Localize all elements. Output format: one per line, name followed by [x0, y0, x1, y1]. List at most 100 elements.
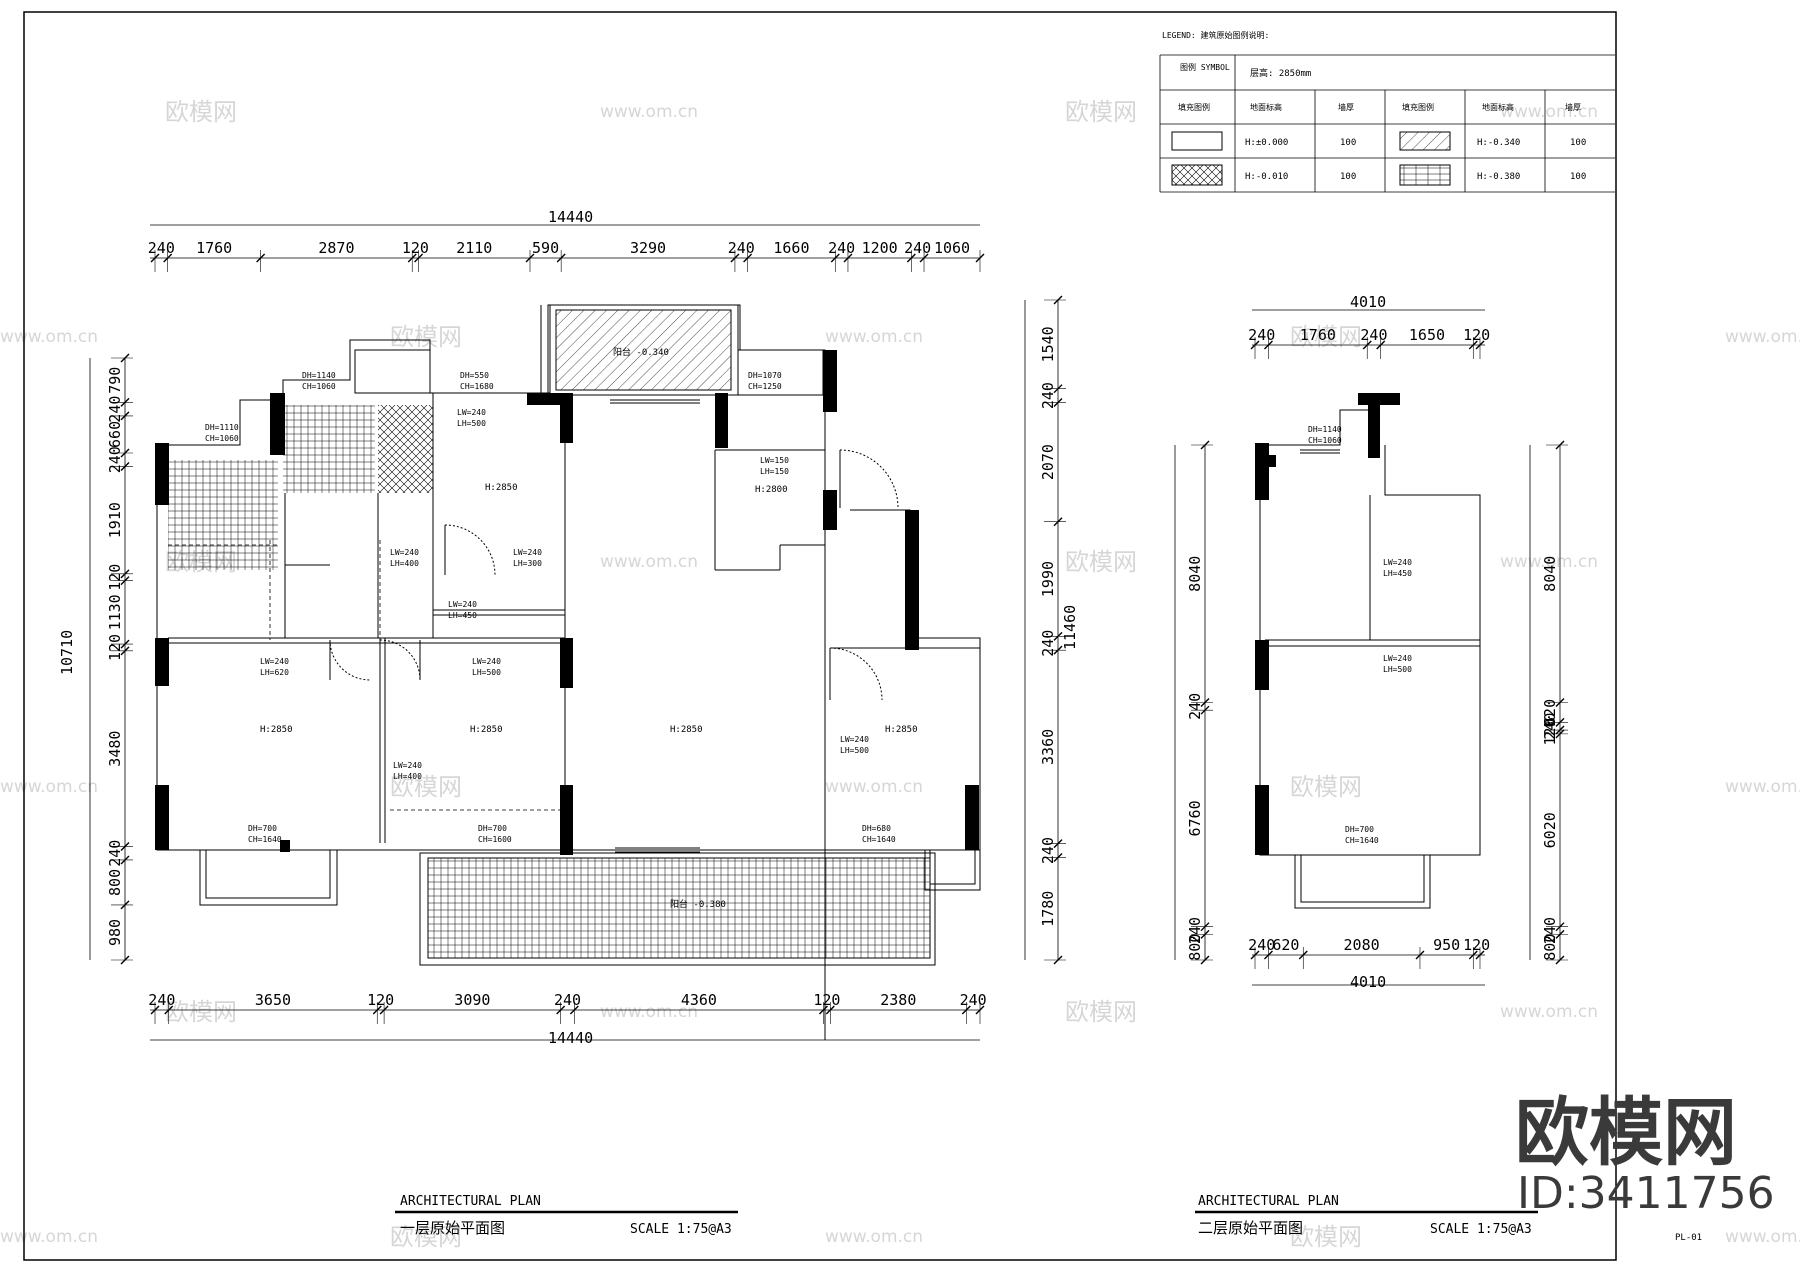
opening-label: CH=1060 — [205, 434, 239, 443]
dimension-label: 240 — [1039, 630, 1057, 657]
dimension-label: 8040 — [1541, 556, 1559, 592]
plan2-title-block: ARCHITECTURAL PLAN 二层原始平面图 SCALE 1:75@A3 — [1195, 1194, 1538, 1237]
opening-label: DH=550 — [460, 371, 489, 380]
opening-label: CH=1250 — [748, 382, 782, 391]
room-label-balcony-top: 阳台 -0.340 — [613, 346, 669, 358]
dimension-label: 240 — [728, 239, 755, 257]
sheet-number: PL-01 — [1675, 1233, 1702, 1243]
opening-label: LW=240 — [472, 657, 501, 666]
plan1-top-total: 14440 — [548, 208, 593, 226]
room-label-h2850: H:2850 — [885, 725, 918, 735]
dimension-label: 660 — [106, 421, 124, 448]
opening-label: LW=150 — [760, 456, 789, 465]
dimension-label: 2080 — [1344, 936, 1380, 954]
watermark-brand: 欧模网 — [165, 98, 237, 126]
opening-label: LW=240 — [513, 548, 542, 557]
dimension-label: 240 — [1039, 382, 1057, 409]
dimension-label: 1990 — [1039, 561, 1057, 597]
watermark-brand: 欧模网 — [1065, 548, 1137, 576]
opening-label: DH=1140 — [1308, 425, 1342, 434]
opening-label: DH=1070 — [748, 371, 782, 380]
legend-col-level-a: 地面标高 — [1250, 102, 1282, 112]
dimension-label: 620 — [1272, 936, 1299, 954]
plan2-dimension-lines — [1174, 309, 1561, 986]
plan1-fills — [168, 309, 931, 959]
opening-label: LW=240 — [457, 408, 486, 417]
plan1-title-en: ARCHITECTURAL PLAN — [400, 1194, 541, 1209]
watermark-brand: 欧模网 — [165, 998, 237, 1026]
watermark-brand: 欧模网 — [1065, 998, 1137, 1026]
dimension-label: 240 — [148, 239, 175, 257]
watermark-site: www.om.cn — [1725, 327, 1800, 347]
dimension-label: 240 — [148, 991, 175, 1009]
legend-header: LEGEND: 建筑原始图例说明: — [1162, 30, 1269, 40]
plan2-top-total: 4010 — [1350, 293, 1386, 311]
opening-label: DH=1140 — [302, 371, 336, 380]
dimension-label: 4360 — [681, 991, 717, 1009]
legend-floor-height: 层高: 2850mm — [1250, 67, 1311, 79]
opening-label: LH=450 — [1383, 569, 1412, 578]
dimension-label: 8040 — [1186, 556, 1204, 592]
dimension-label: 6020 — [1541, 812, 1559, 848]
watermark-site: www.om.cn — [1500, 1002, 1598, 1022]
dimension-label: 120 — [402, 239, 429, 257]
watermark-site: www.om.cn — [825, 327, 923, 347]
legend-cell: H:-0.340 — [1477, 138, 1520, 148]
dimension-label: 240 — [1039, 837, 1057, 864]
legend-cell: 100 — [1340, 138, 1356, 148]
dimension-label: 950 — [1433, 936, 1460, 954]
watermark-brand: 欧模网 — [390, 773, 462, 801]
opening-label: CH=1060 — [302, 382, 336, 391]
opening-label: CH=1640 — [1345, 836, 1379, 845]
opening-label: LH=150 — [760, 467, 789, 476]
dimension-label: 6760 — [1186, 800, 1204, 836]
plan1-scale: SCALE 1:75@A3 — [630, 1222, 732, 1237]
dimension-label: 240 — [1541, 713, 1559, 740]
dimension-label: 240 — [1186, 917, 1204, 944]
dimension-label: 240 — [1541, 917, 1559, 944]
opening-label: DH=700 — [248, 824, 277, 833]
plan2-walls-solid — [1255, 393, 1400, 855]
room-label-h2850: H:2850 — [485, 483, 518, 493]
watermark-brand: 欧模网 — [1065, 98, 1137, 126]
room-label-h2850: H:2850 — [470, 725, 503, 735]
opening-label: LH=300 — [513, 559, 542, 568]
dimension-label: 1780 — [1039, 891, 1057, 927]
watermark-site: www.om.cn — [1725, 1227, 1800, 1247]
dimension-label: 800 — [106, 869, 124, 896]
legend-cell: H:-0.380 — [1477, 172, 1520, 182]
legend-col-thick-a: 墙厚 — [1338, 102, 1354, 112]
dimension-label: 590 — [532, 239, 559, 257]
dimension-label: 2380 — [880, 991, 916, 1009]
legend-col-fill-a: 填充图例 — [1178, 102, 1210, 112]
opening-label: CH=1680 — [460, 382, 494, 391]
legend-cell: 100 — [1570, 172, 1586, 182]
plan1-labels: 阳台 -0.340 H:2850 H:2800 H:2850 H:2850 H:… — [205, 346, 918, 910]
dimension-label: 120 — [106, 634, 124, 661]
dimension-label: 1200 — [862, 239, 898, 257]
dimension-label: 2870 — [318, 239, 354, 257]
dimension-label: 1760 — [1300, 326, 1336, 344]
opening-label: LW=240 — [1383, 654, 1412, 663]
dimension-label: 120 — [1463, 936, 1490, 954]
dimension-label: 240 — [106, 446, 124, 473]
watermark-brand: 欧模网 — [390, 323, 462, 351]
opening-label: LW=240 — [260, 657, 289, 666]
watermark-site: www.om.cn — [0, 1227, 98, 1247]
dimension-label: 240 — [828, 239, 855, 257]
opening-label: DH=700 — [1345, 825, 1374, 834]
room-label-h2800: H:2800 — [755, 485, 788, 495]
opening-label: DH=700 — [478, 824, 507, 833]
dimension-label: 240 — [106, 840, 124, 867]
opening-label: DH=1110 — [205, 423, 239, 432]
dimension-label: 3650 — [255, 991, 291, 1009]
legend-col-fill-b: 填充图例 — [1402, 102, 1434, 112]
watermark-brand: 欧模网 — [1290, 323, 1362, 351]
opening-label: LH=450 — [448, 611, 477, 620]
opening-label: LW=240 — [1383, 558, 1412, 567]
